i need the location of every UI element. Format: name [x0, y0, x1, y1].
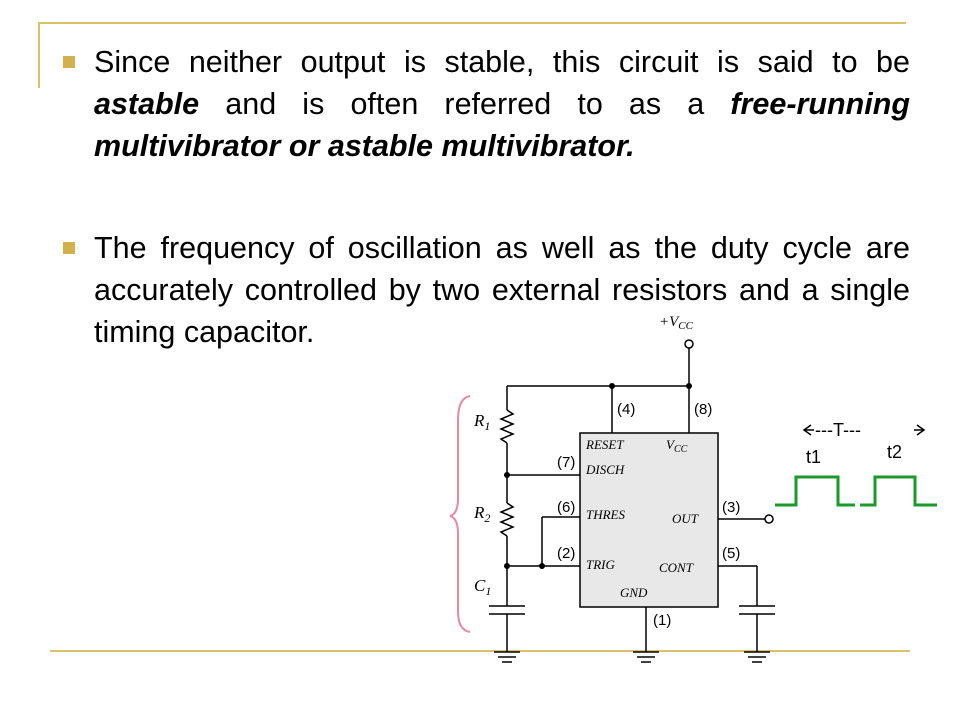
r1-label: R1	[473, 411, 490, 433]
pin-8-number: (8)	[694, 401, 712, 418]
thres-label: THRES	[586, 507, 626, 522]
bottom-rule	[50, 650, 910, 652]
pin-6-number: (6)	[557, 499, 575, 516]
ic-pin-labels: RESET VCC DISCH THRES OUT TRIG CONT GND	[585, 437, 699, 600]
bullet-marker-1	[63, 56, 75, 68]
bullet-1-segment-3: and is often referred to as a	[199, 87, 731, 121]
vcc-label: +VCC	[659, 314, 694, 332]
top-rule	[38, 22, 906, 24]
bullet-text-1: Since neither output is stable, this cir…	[94, 41, 910, 167]
pin-1-number: (1)	[653, 612, 671, 629]
period-label: ---T---	[815, 420, 861, 440]
trig-label: TRIG	[586, 557, 616, 572]
gnd-label: GND	[620, 585, 648, 600]
left-rule	[38, 22, 40, 88]
c1-label: C1	[474, 576, 491, 598]
pin-numbers: (4) (8) (7) (6) (3) (2) (5) (1)	[557, 401, 740, 629]
output-waveform	[775, 475, 937, 507]
pin-2-number: (2)	[557, 545, 575, 562]
bullet-1-segment-4: free-running multivibrator or astable mu…	[94, 87, 910, 163]
junction-dots	[504, 383, 692, 569]
pin-3-number: (3)	[722, 499, 740, 516]
waveform-cycle-2	[860, 475, 937, 507]
ic-vcc-label: VCC	[666, 437, 688, 455]
component-labels: R1 R2 C1	[473, 411, 491, 598]
out-label: OUT	[672, 511, 699, 526]
pin-4-number: (4)	[617, 401, 635, 418]
ic-body	[579, 432, 719, 608]
cont-label: CONT	[659, 560, 694, 575]
t2-label: t2	[887, 442, 902, 462]
pin-7-number: (7)	[557, 454, 575, 471]
bullet-1-segment-1: Since neither output is stable, this cir…	[94, 45, 910, 79]
waveform-cycle-1	[775, 475, 855, 507]
timing-brace	[449, 395, 471, 633]
disch-label: DISCH	[585, 462, 625, 477]
pin-5-number: (5)	[722, 545, 740, 562]
bullet-2-segment-1: The frequency of oscillation as well as …	[94, 231, 910, 349]
bullet-1-segment-2: astable	[94, 87, 200, 121]
bullet-text-2: The frequency of oscillation as well as …	[94, 227, 910, 353]
period-arrows	[802, 424, 926, 436]
bullet-marker-2	[63, 242, 75, 254]
t1-label: t1	[806, 447, 821, 467]
vcc-terminal-icon	[684, 339, 694, 349]
wiring	[489, 348, 775, 663]
reset-label: RESET	[585, 437, 624, 452]
r2-label: R2	[473, 503, 490, 525]
output-terminal-icon	[764, 514, 774, 524]
